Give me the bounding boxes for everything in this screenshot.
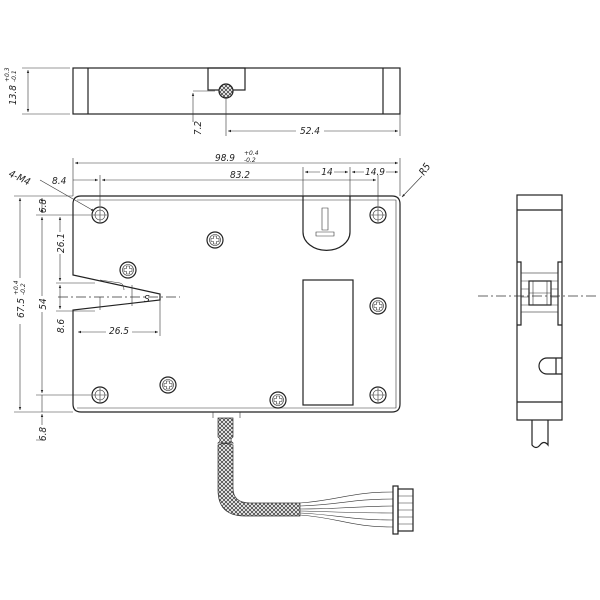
dim-corner-radius: R5	[417, 161, 433, 177]
dim-hole-margin-bottom: 6.8	[38, 427, 49, 442]
screw-icon	[119, 261, 137, 279]
front-view: S 98.9 +0.4 -0.2 83.2 8.4 14 14.9 R5 4-M…	[7, 150, 434, 441]
mount-holes-callout: 4-M4	[7, 169, 32, 189]
lock-plate	[72, 195, 401, 413]
dim-notch-offset: 14.9	[365, 167, 385, 178]
dim-hole-margin-x: 8.4	[52, 176, 67, 187]
dim-top-height-tol-plus: +0.3	[4, 67, 11, 82]
screw-icon	[369, 297, 387, 315]
mount-hole-icon	[91, 206, 109, 224]
dim-width-tol-minus: -0.2	[244, 157, 256, 164]
dim-top-offset: 7.2	[193, 121, 204, 136]
dim-top-height: 13.8	[8, 85, 19, 105]
screw-icon	[269, 391, 287, 409]
dim-connector-distance: 52.4	[300, 126, 320, 137]
mount-hole-icon	[369, 386, 387, 404]
wires	[299, 491, 394, 528]
latch-mark: S	[144, 294, 150, 305]
side-cable	[531, 420, 549, 449]
dim-width-tol-plus: +0.4	[244, 150, 259, 157]
dim-notch-width: 14	[321, 167, 333, 178]
top-notch	[302, 196, 351, 251]
dim-latch-offset: 26.1	[56, 233, 67, 253]
dim-hole-span-x: 83.2	[230, 170, 250, 181]
cable-section-icon	[218, 83, 234, 99]
dim-latch-height: 8.6	[56, 319, 67, 334]
dim-hole-span-y: 54	[38, 298, 49, 310]
top-view-body	[72, 67, 401, 115]
side-slot	[538, 357, 562, 375]
window	[302, 279, 354, 406]
side-view-body	[516, 194, 563, 421]
braided-sleeve	[217, 443, 301, 517]
dim-latch-depth: 26.5	[109, 326, 129, 337]
side-view	[478, 194, 598, 449]
top-view: 13.8 +0.3 -0.1 7.2 52.4	[4, 67, 401, 137]
mount-hole-icon	[91, 386, 109, 404]
dim-height-tol-minus: -0.2	[20, 283, 27, 295]
dim-height: 67.5	[16, 298, 27, 318]
mount-hole-icon	[369, 206, 387, 224]
connector-icon	[392, 485, 414, 535]
dim-top-height-tol-minus: -0.1	[11, 70, 18, 82]
dim-hole-margin-top: 6.8	[38, 199, 49, 214]
screw-icon	[206, 231, 224, 249]
dim-height-tol-plus: +0.4	[13, 280, 20, 295]
dim-width: 98.9	[215, 153, 235, 164]
screw-icon	[159, 376, 177, 394]
cable-harness	[216, 417, 414, 535]
